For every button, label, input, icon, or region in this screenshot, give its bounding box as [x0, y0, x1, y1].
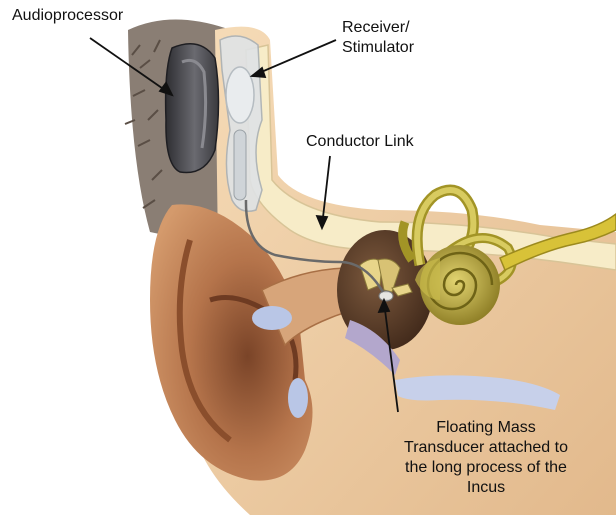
- audioprocessor-device: [166, 44, 219, 173]
- label-fmt-line4: Incus: [370, 478, 602, 498]
- floating-mass-transducer: [379, 291, 393, 301]
- label-fmt-line2: Transducer attached to: [370, 438, 602, 458]
- label-fmt-line1: Floating Mass: [370, 418, 602, 438]
- label-audioprocessor: Audioprocessor: [12, 6, 123, 26]
- label-conductor-link: Conductor Link: [306, 132, 414, 152]
- label-fmt-line3: the long process of the: [370, 458, 602, 478]
- label-conductor-link-text: Conductor Link: [306, 132, 414, 152]
- canal-blue-upper: [252, 306, 292, 330]
- label-receiver-line2: Stimulator: [342, 38, 414, 58]
- label-audioprocessor-text: Audioprocessor: [12, 6, 123, 26]
- label-receiver-stimulator: Receiver/ Stimulator: [342, 18, 414, 58]
- label-floating-mass-transducer: Floating Mass Transducer attached to the…: [370, 418, 602, 498]
- label-receiver-line1: Receiver/: [342, 18, 414, 38]
- canal-blue-small: [288, 378, 308, 418]
